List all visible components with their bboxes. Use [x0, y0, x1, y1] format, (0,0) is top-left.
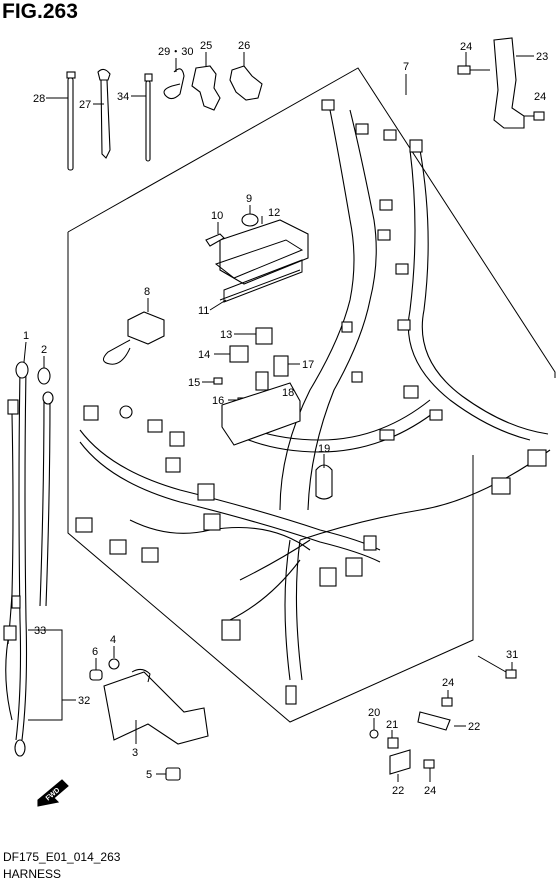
cable-tie-27 — [93, 68, 111, 159]
callout-25: 25 — [200, 40, 212, 52]
callout-15: 15 — [188, 377, 200, 389]
bolt-31 — [477, 655, 517, 679]
bracket-22-right — [417, 711, 466, 731]
fuse-15 — [202, 377, 223, 385]
relay-17 — [273, 355, 300, 377]
callout-5: 5 — [146, 769, 152, 781]
callout-8: 8 — [144, 286, 150, 298]
callout-21: 21 — [386, 719, 398, 731]
callout-24-c: 24 — [442, 677, 454, 689]
callout-7: 7 — [403, 61, 409, 73]
callout-16: 16 — [212, 395, 224, 407]
bolt-24-top — [457, 52, 490, 75]
cable-tie-34 — [131, 73, 153, 162]
figure-code: DF175_E01_014_263 — [3, 850, 121, 864]
callout-31: 31 — [506, 649, 518, 661]
callout-19: 19 — [318, 443, 330, 455]
gasket-11 — [209, 269, 301, 311]
washer-20 — [369, 718, 379, 739]
ecm-8 — [103, 298, 165, 365]
relay-14 — [214, 345, 249, 363]
callout-11: 11 — [198, 305, 209, 317]
screw-6 — [89, 658, 103, 681]
clamp-26 — [229, 52, 263, 101]
callout-2: 2 — [41, 344, 47, 356]
bracket-3 — [103, 668, 209, 745]
fuse-box-12 — [214, 216, 309, 303]
callout-4: 4 — [110, 634, 116, 646]
callout-29-30: 29・30 — [158, 46, 193, 58]
main-harness-7 — [79, 109, 551, 681]
callout-10: 10 — [211, 210, 223, 222]
bolt-24-bottom — [423, 759, 435, 782]
callout-17: 17 — [302, 359, 314, 371]
cap-19 — [315, 454, 333, 500]
callout-27: 27 — [79, 99, 91, 111]
relay-9 — [241, 205, 259, 227]
callout-18: 18 — [282, 387, 294, 399]
washer-4 — [108, 646, 120, 670]
battery-cable-2 — [37, 356, 54, 607]
callout-33: 33 — [34, 625, 46, 637]
callout-13: 13 — [220, 329, 232, 341]
callout-22-b: 22 — [392, 785, 404, 797]
callout-22-a: 22 — [468, 721, 480, 733]
nut-21 — [387, 730, 399, 749]
figure-name: HARNESS — [3, 867, 62, 881]
callout-labels: 28 27 34 29・30 25 26 7 24 23 24 10 9 12 … — [23, 40, 548, 797]
cover-10 — [205, 222, 225, 247]
cable-tie-28 — [46, 71, 76, 171]
callout-24-b: 24 — [534, 91, 546, 103]
callout-9: 9 — [246, 193, 252, 205]
callout-26: 26 — [238, 40, 250, 52]
grommet-5 — [156, 767, 181, 781]
callout-3: 3 — [132, 747, 138, 759]
relay-13 — [234, 327, 273, 345]
forward-arrow-icon: FWD — [37, 779, 69, 807]
bolt-24-mid — [441, 690, 453, 707]
callout-23: 23 — [536, 51, 548, 63]
bolt-24-right — [524, 111, 545, 121]
callout-6: 6 — [92, 646, 98, 658]
callout-14: 14 — [198, 349, 210, 361]
callout-24-d: 24 — [424, 785, 436, 797]
callout-1: 1 — [23, 330, 29, 342]
bracket-22-bottom — [389, 749, 411, 782]
assembly-frame — [67, 67, 556, 723]
callout-28: 28 — [33, 93, 45, 105]
callout-32: 32 — [78, 695, 90, 707]
clip-29-30 — [163, 58, 185, 100]
harness-connectors — [75, 99, 547, 705]
figure-title: FIG.263 — [2, 0, 78, 23]
clamp-25 — [191, 52, 221, 111]
harness-32-33 — [3, 399, 76, 721]
callout-34: 34 — [117, 91, 129, 103]
callout-24-a: 24 — [460, 41, 472, 53]
callout-20: 20 — [368, 707, 380, 719]
bracket-23 — [493, 37, 534, 129]
callout-12: 12 — [268, 207, 280, 219]
